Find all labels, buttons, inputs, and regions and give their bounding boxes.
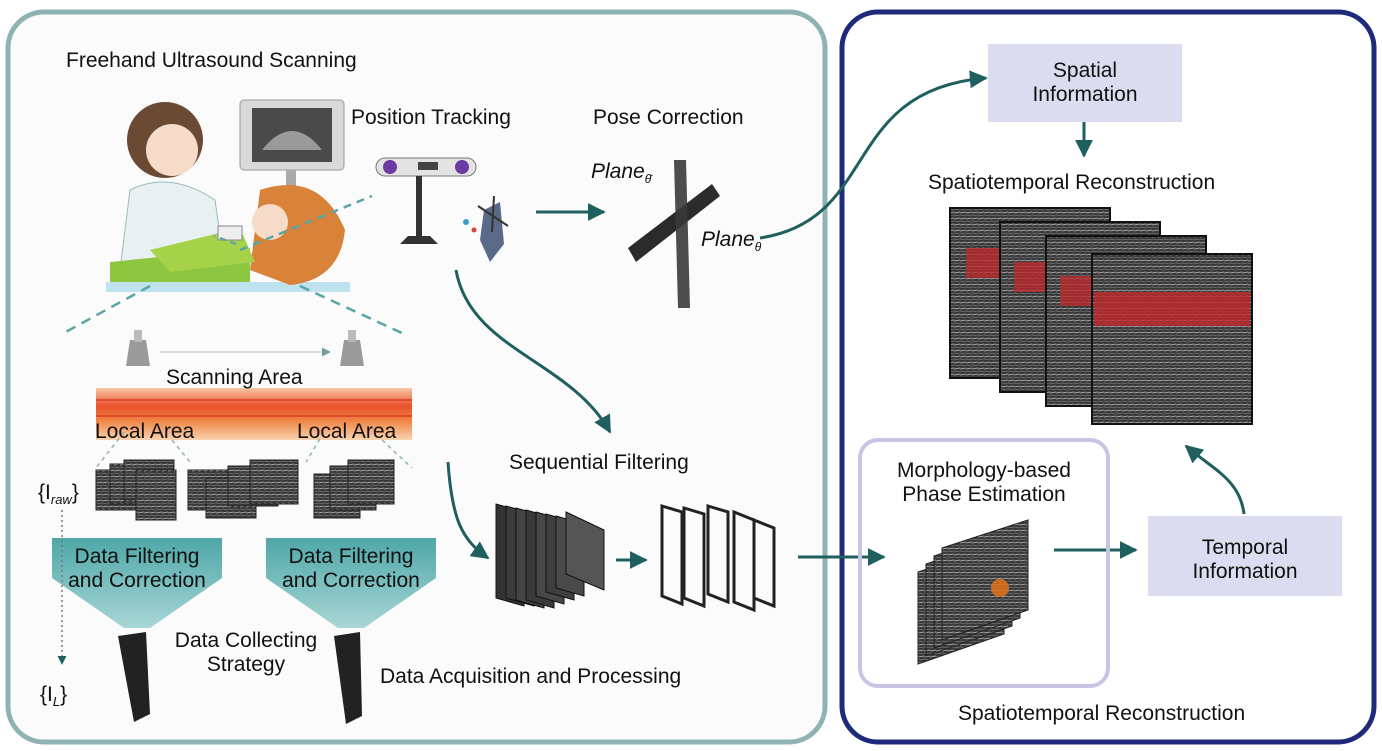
pose-correction-label: Pose Correction	[593, 106, 744, 129]
pose-planes	[628, 160, 720, 308]
filter-trapezoid-1	[52, 538, 222, 628]
raw-stack-1	[95, 459, 177, 521]
sequential-stack-filtered	[660, 503, 776, 613]
iraw-label: {Iraw}	[38, 481, 79, 508]
reconstruction-title: Spatiotemporal Reconstruction	[928, 171, 1216, 194]
local-area-label-1: Local Area	[95, 420, 195, 443]
plane-theta-bar-label: Planeθ̄	[591, 160, 652, 187]
raw-stack-2	[187, 459, 299, 519]
arrow-to-spatial	[759, 70, 988, 240]
arrow-temporal-to-recon	[1184, 444, 1246, 515]
sequential-stack-dense	[495, 503, 605, 609]
arrow-to-stack	[446, 461, 490, 560]
local-area-label-2: Local Area	[297, 420, 397, 443]
reconstruction-stack	[949, 207, 1253, 425]
phase-estimation-stack	[917, 519, 1029, 665]
temporal-info-box	[1148, 516, 1342, 596]
probe-right-icon	[340, 330, 364, 366]
right-panel-footer: Spatiotemporal Reconstruction	[958, 702, 1246, 725]
collected-slab-1	[118, 632, 150, 722]
tracking-camera	[375, 157, 477, 244]
probe-left-icon	[126, 330, 150, 366]
scanning-area-label: Scanning Area	[166, 366, 303, 389]
zoom-dash-right	[299, 284, 405, 336]
spatial-info-box	[988, 44, 1182, 122]
collected-slab-2	[334, 632, 362, 724]
morph-panel-border	[858, 438, 1110, 688]
tracked-probe	[463, 195, 509, 262]
sequential-filtering-label: Sequential Filtering	[509, 451, 689, 474]
filter-trapezoid-2	[266, 538, 436, 628]
tracking-sightline	[239, 194, 373, 252]
arrow-to-seq-filter	[454, 269, 612, 434]
left-panel-footer: Data Acquisition and Processing	[380, 665, 682, 688]
raw-stack-3	[313, 459, 395, 519]
freehand-scanning-title: Freehand Ultrasound Scanning	[66, 49, 357, 72]
plane-theta-label: Planeθ	[701, 228, 762, 255]
scanning-area-band	[96, 388, 412, 440]
position-tracking-label: Position Tracking	[351, 106, 511, 129]
il-label: {IL}	[40, 683, 68, 710]
sonographer-illustration	[106, 99, 350, 292]
